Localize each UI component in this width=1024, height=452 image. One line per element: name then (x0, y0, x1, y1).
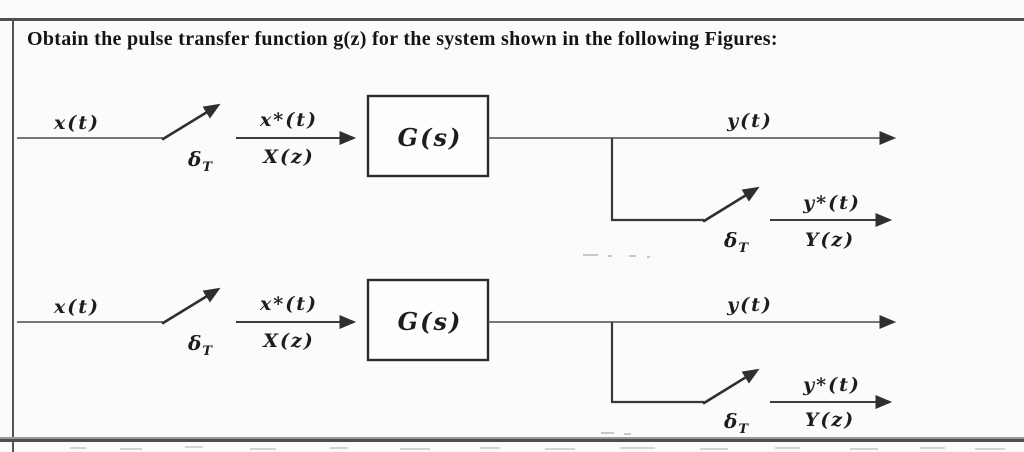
frame-top-border (0, 18, 1024, 21)
delta-subscript: T (202, 344, 213, 359)
delta-symbol: δ (723, 409, 737, 433)
frame-left-border (12, 19, 14, 452)
input-signal-label: x(t) (53, 296, 100, 318)
block-diagram-1: x(t) δT x*(t) X(z) G(s) y(t) δT y*(t) Y(… (17, 94, 897, 256)
delta-subscript: T (202, 160, 213, 175)
output-sampler-label: δT (723, 228, 749, 256)
transfer-function-label: G(s) (398, 307, 463, 336)
output-sampled-transform-label: Y(z) (805, 409, 855, 431)
sampled-signal-label: x*(t) (259, 109, 318, 131)
transfer-function-label: G(s) (398, 123, 463, 152)
delta-symbol: δ (723, 228, 737, 252)
sampled-signal-label: x*(t) (259, 293, 318, 315)
sampled-transform-label: X(z) (262, 146, 315, 168)
frame-bottom-border (0, 439, 1024, 442)
transfer-function-block (366, 278, 490, 362)
sampled-transform-label: X(z) (262, 330, 315, 352)
problem-statement: Obtain the pulse transfer function g(z) … (27, 28, 778, 50)
delta-symbol: δ (187, 331, 201, 355)
output-sampled-signal-label: y*(t) (802, 192, 861, 214)
delta-symbol: δ (187, 147, 201, 171)
input-sampler-switch-icon (161, 103, 221, 141)
block-diagram-2: x(t) δT x*(t) X(z) G(s) y(t) δT y*(t) Y(… (17, 278, 897, 437)
input-sampler-label: δT (187, 147, 213, 175)
output-signal-label: y(t) (726, 110, 773, 132)
output-sampler-switch-icon (702, 186, 760, 223)
output-sampled-transform-label: Y(z) (805, 229, 855, 251)
input-signal-label: x(t) (53, 112, 100, 134)
input-sampler-label: δT (187, 331, 213, 359)
output-sampler-label: δT (723, 409, 749, 437)
delta-subscript: T (738, 422, 749, 437)
scan-artifacts (70, 254, 1005, 450)
output-sampled-signal-label: y*(t) (802, 374, 861, 396)
input-sampler-switch-icon (161, 287, 221, 325)
output-signal-label: y(t) (726, 294, 773, 316)
output-sampler-switch-icon (702, 368, 760, 405)
frame-bottom-border-light (0, 437, 1024, 439)
delta-subscript: T (738, 241, 749, 256)
transfer-function-block (366, 94, 490, 178)
